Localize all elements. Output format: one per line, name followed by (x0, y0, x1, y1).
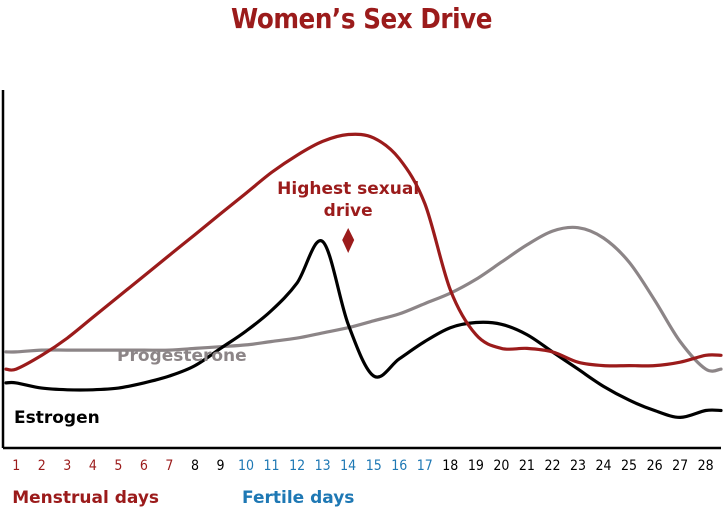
x-tick-label: 20 (493, 458, 509, 474)
x-tick-label: 18 (442, 458, 458, 474)
x-tick-label: 27 (672, 458, 688, 474)
series-label-progesterone: Progesterone (117, 346, 247, 366)
x-tick-label: 7 (165, 458, 173, 474)
x-tick-label: 19 (468, 458, 484, 474)
x-tick-label: 2 (38, 458, 46, 474)
phase-label-menstrual: Menstrual days (12, 488, 159, 508)
x-tick-label: 15 (366, 458, 382, 474)
x-tick-label: 23 (570, 458, 586, 474)
phase-label-fertile: Fertile days (242, 488, 354, 508)
x-tick-label: 13 (315, 458, 331, 474)
x-tick-label: 6 (140, 458, 148, 474)
x-tick-label: 1 (12, 458, 20, 474)
line-sex-drive (4, 132, 723, 372)
x-tick-label: 14 (340, 458, 356, 474)
annotation-text-line1: Highest sexual (277, 179, 419, 199)
line-estrogen (4, 239, 723, 420)
x-tick-label: 21 (519, 458, 535, 474)
x-tick-label: 9 (216, 458, 224, 474)
x-tick-label: 10 (238, 458, 254, 474)
line-progesterone (4, 225, 723, 373)
x-tick-label: 11 (264, 458, 280, 474)
annotation-marker (342, 228, 355, 253)
x-tick-label: 16 (391, 458, 407, 474)
series-label-estrogen: Estrogen (14, 408, 100, 428)
annotation-text-line2: drive (324, 201, 373, 221)
x-tick-label: 24 (596, 458, 612, 474)
x-tick-label: 28 (698, 458, 714, 474)
x-tick-label: 8 (191, 458, 199, 474)
x-tick-label: 17 (417, 458, 433, 474)
x-tick-label: 25 (621, 458, 637, 474)
x-tick-label: 3 (63, 458, 71, 474)
x-tick-label: 26 (647, 458, 663, 474)
x-tick-label: 4 (89, 458, 97, 474)
x-tick-label: 5 (114, 458, 122, 474)
chart-title: Women’s Sex Drive (230, 2, 493, 35)
x-tick-label: 22 (544, 458, 560, 474)
x-tick-label: 12 (289, 458, 305, 474)
